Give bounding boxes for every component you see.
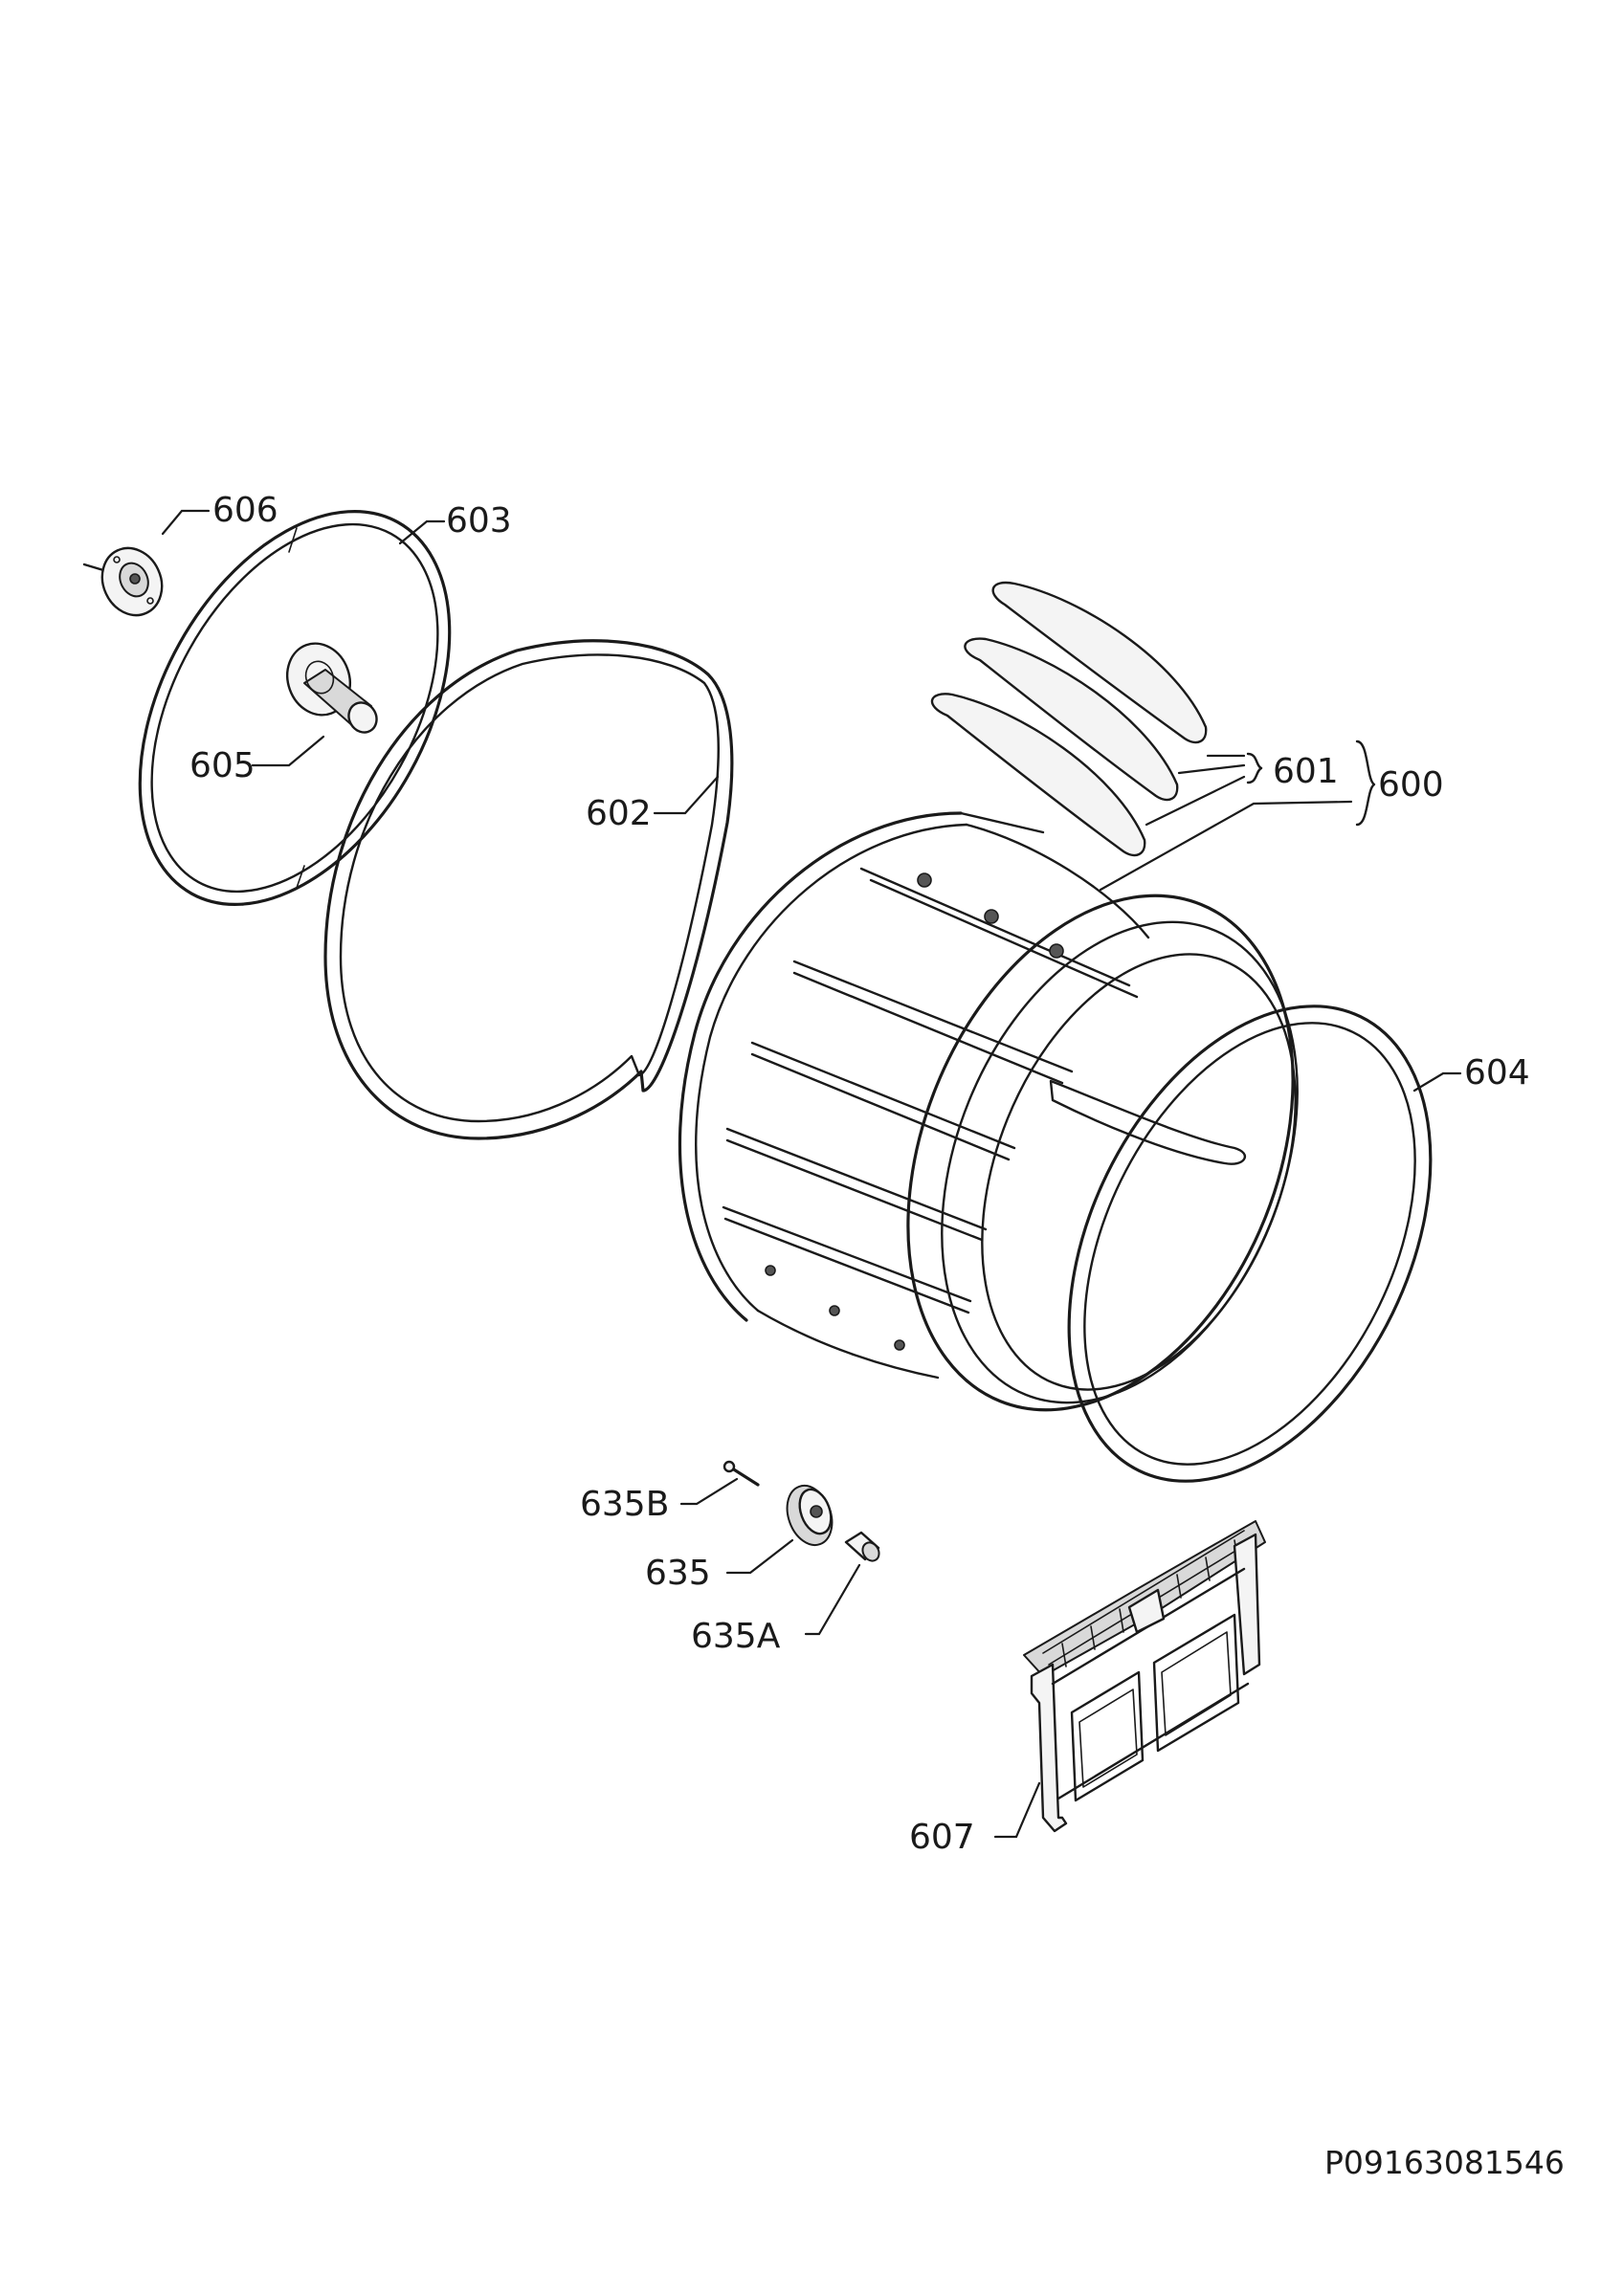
part-602-seal-strip (323, 639, 734, 1140)
part-605-shaft-hub (286, 642, 378, 734)
part-604-front-ring (1067, 1004, 1433, 1483)
label-607: 607 (909, 1818, 975, 1857)
part-635B-screw (723, 1460, 760, 1487)
part-601-lifter-paddles (930, 581, 1208, 857)
label-601: 601 (1273, 752, 1339, 791)
label-605: 605 (189, 746, 256, 785)
part-600-drum (678, 811, 1299, 1412)
part-635A-bushing (844, 1531, 880, 1562)
label-604: 604 (1464, 1053, 1530, 1093)
part-606-bearing-flange (82, 546, 164, 617)
part-607-lint-filter (1023, 1520, 1266, 1833)
label-606: 606 (212, 491, 278, 530)
part-635-roller-wheel (786, 1485, 834, 1546)
label-635B: 635B (580, 1485, 669, 1524)
label-635A: 635A (691, 1617, 781, 1656)
label-603: 603 (446, 501, 512, 541)
part-603-rear-disc (138, 510, 452, 906)
label-635: 635 (645, 1554, 711, 1593)
document-code: P09163081546 (1324, 2144, 1565, 2181)
label-600: 600 (1378, 765, 1444, 805)
label-602: 602 (586, 794, 652, 833)
